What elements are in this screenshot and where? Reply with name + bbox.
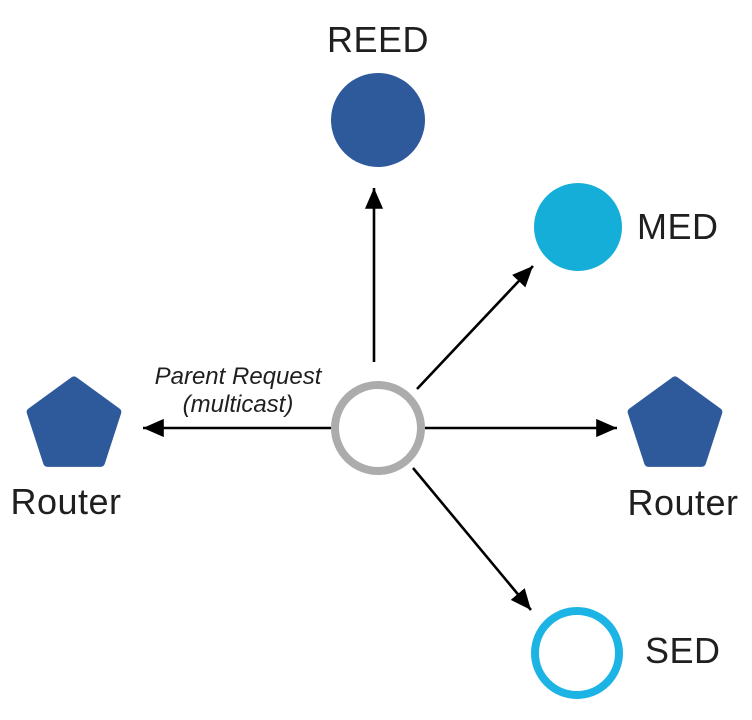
parent-requester-node: [331, 381, 425, 475]
parent-request-annotation-line2: (multicast): [182, 391, 294, 418]
med-label: MED: [637, 206, 719, 247]
med-node: [534, 183, 622, 271]
reed-node: [331, 73, 425, 167]
router-left-node: [26, 376, 122, 467]
reed-label: REED: [326, 19, 430, 60]
parent-request-annotation-line1: Parent Request: [154, 363, 322, 391]
router-right-node: [627, 376, 723, 467]
parent-request-annotation: Parent Request (multicast): [155, 363, 322, 419]
router-left-label: Router: [10, 481, 122, 522]
router-right-label: Router: [627, 482, 739, 523]
sed-node: [531, 607, 623, 699]
sed-label: SED: [645, 630, 721, 671]
arrow-to-med: [416, 265, 534, 390]
arrow-to-sed: [412, 467, 532, 611]
